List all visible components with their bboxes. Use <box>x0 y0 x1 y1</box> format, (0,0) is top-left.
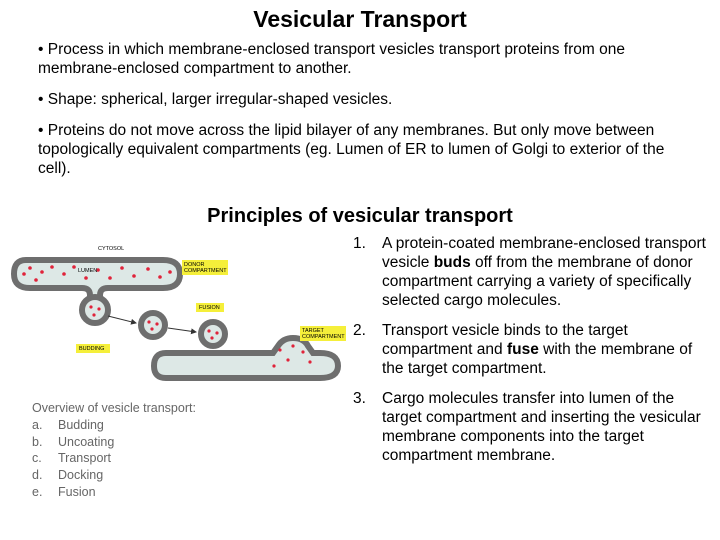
cargo-molecules <box>22 265 172 282</box>
arrow-icon <box>167 327 197 335</box>
donor-compartment <box>10 257 184 301</box>
overview-heading: Overview of vesicle transport: <box>32 401 196 415</box>
principle-item: 2.Transport vesicle binds to the target … <box>353 322 693 377</box>
list-item: a.Budding <box>32 417 104 432</box>
slide-title: Vesicular Transport <box>253 6 467 32</box>
cytosol-label: CYTOSOL <box>98 246 124 252</box>
list-item: e.Fusion <box>32 484 96 499</box>
overview-list: Overview of vesicle transport: a.Budding… <box>32 400 196 501</box>
fusion-label: FUSION <box>199 305 220 311</box>
list-item: d.Docking <box>32 468 104 483</box>
intro-item: • Proteins do not move across the lipid … <box>38 122 665 177</box>
transport-arrows <box>107 315 197 335</box>
principle-item: 1.A protein-coated membrane-enclosed tra… <box>353 235 706 309</box>
target-label: COMPARTMENT <box>302 334 345 340</box>
intro-list: • Process in which membrane-enclosed tra… <box>38 40 678 190</box>
budding-label: BUDDING <box>79 346 104 352</box>
donor-label: DONOR <box>184 262 205 268</box>
target-compartment <box>150 334 342 381</box>
docking-vesicle <box>198 319 228 349</box>
transport-vesicle <box>138 310 168 340</box>
donor-label: COMPARTMENT <box>184 268 227 274</box>
vesicle-transport-diagram: CYTOSOL LUMEN DONOR COMPARTMENT FUSION B… <box>10 246 346 381</box>
intro-item: • Shape: spherical, larger irregular-sha… <box>38 91 393 108</box>
target-label: TARGET <box>302 328 325 334</box>
principles-list: 1.A protein-coated membrane-enclosed tra… <box>353 234 713 476</box>
budding-vesicle <box>79 294 111 326</box>
list-item: b.Uncoating <box>32 434 115 449</box>
intro-item: • Process in which membrane-enclosed tra… <box>38 41 625 77</box>
principle-item: 3.Cargo molecules transfer into lumen of… <box>353 390 701 464</box>
section-subtitle: Principles of vesicular transport <box>207 205 513 227</box>
lumen-label: LUMEN <box>78 268 97 274</box>
list-item: c.Transport <box>32 451 112 466</box>
arrow-icon <box>107 315 137 325</box>
